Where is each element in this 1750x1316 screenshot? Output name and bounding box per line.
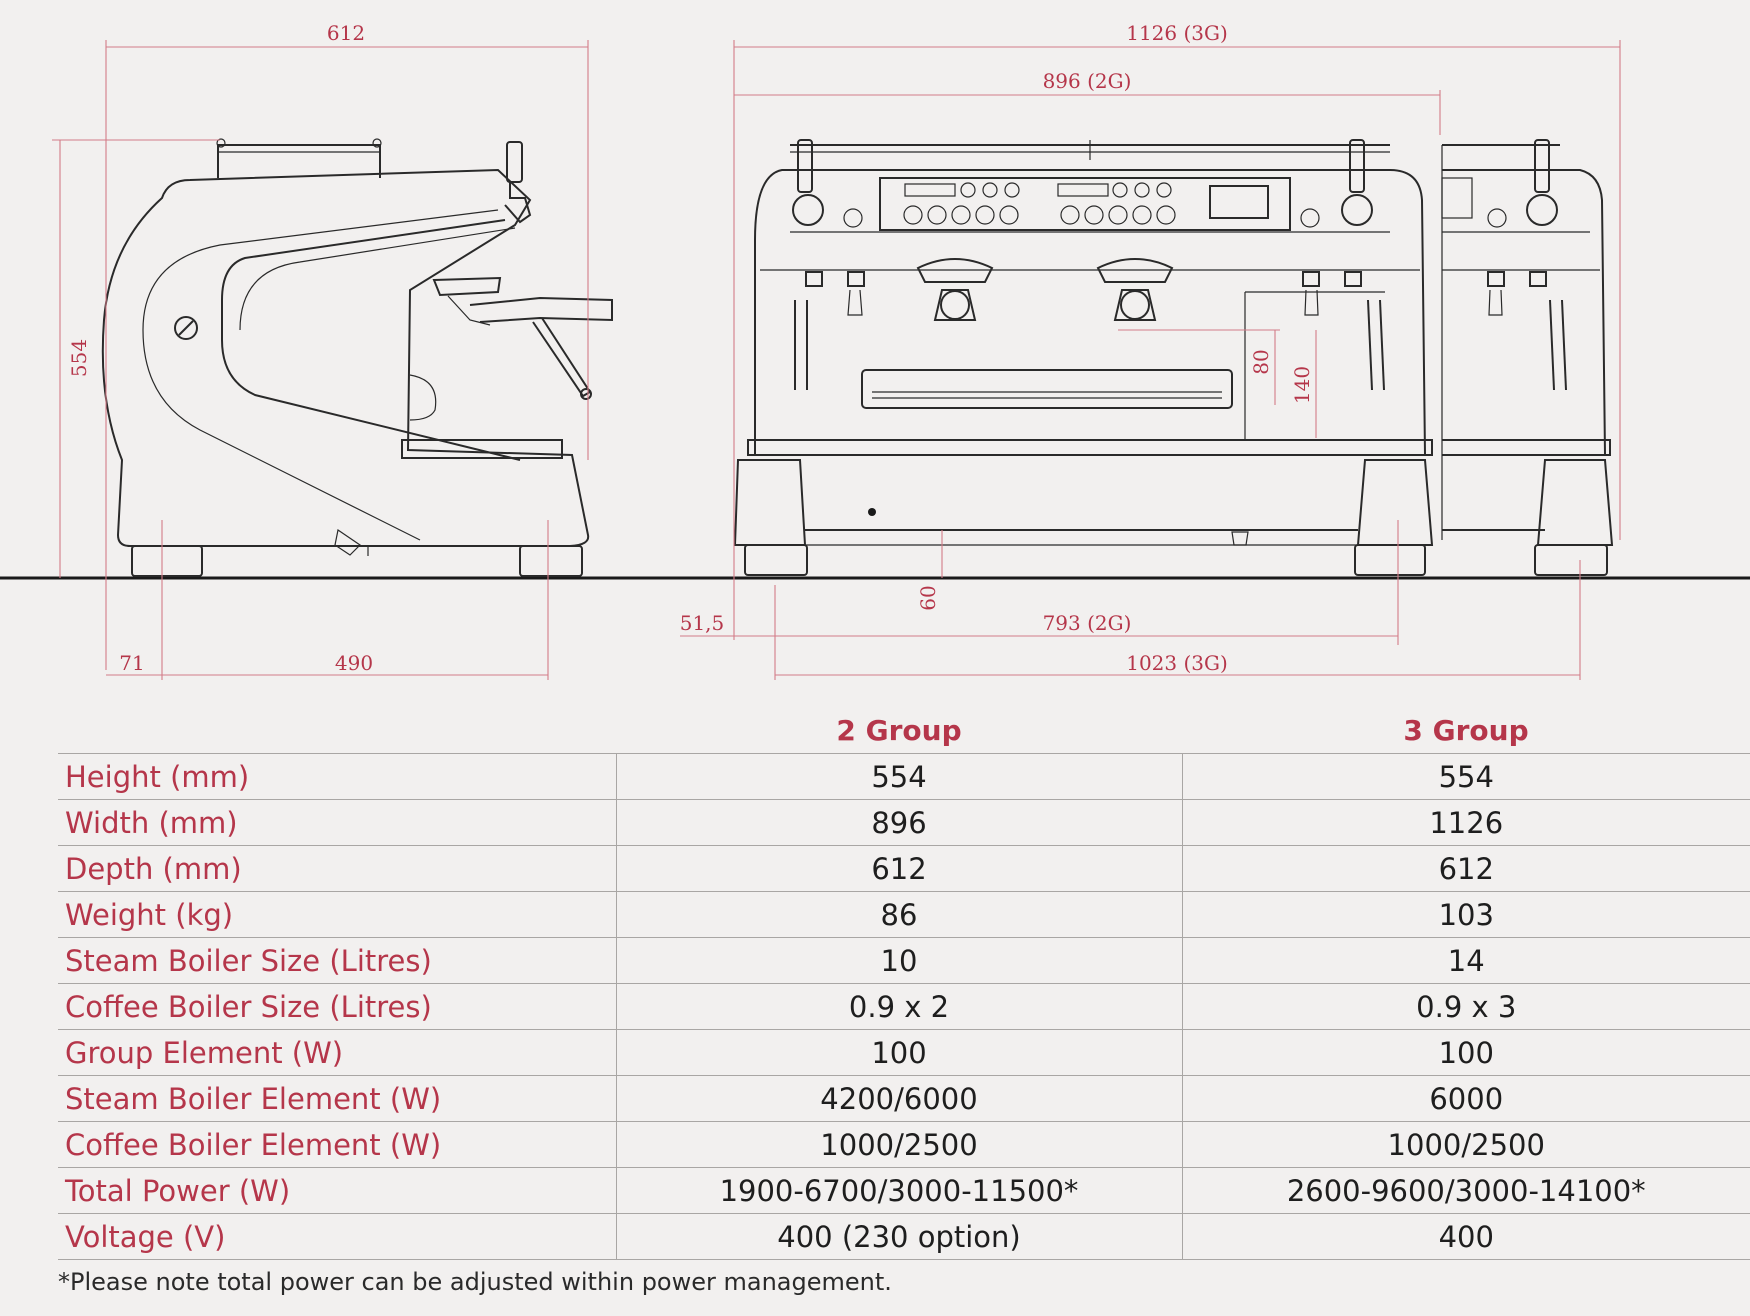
dimension-lines	[52, 40, 1621, 680]
technical-drawing: 612 554 71 490 1126 (3G) 896 (2G) 51,5 6…	[0, 21, 1750, 680]
value-3-group: 103	[1182, 891, 1750, 938]
table-header-row: 2 Group 3 Group	[58, 695, 1750, 754]
value-3-group: 400	[1182, 1213, 1750, 1260]
dim-foot-span-2g: 793 (2G)	[1043, 611, 1132, 635]
value-3-group: 0.9 x 3	[1182, 983, 1750, 1030]
row-label: Voltage (V)	[58, 1213, 616, 1260]
table-row: Total Power (W)1900-6700/3000-11500*2600…	[58, 1167, 1750, 1214]
row-label: Coffee Boiler Size (Litres)	[58, 983, 616, 1030]
column-header-empty	[58, 695, 616, 754]
value-3-group: 100	[1182, 1029, 1750, 1076]
column-header-2-group: 2 Group	[616, 695, 1182, 754]
table-row: Voltage (V)400 (230 option)400	[58, 1213, 1750, 1260]
dim-width-3g: 1126 (3G)	[1126, 21, 1228, 45]
front-view-machine	[733, 139, 1614, 576]
row-label: Depth (mm)	[58, 845, 616, 892]
value-2-group: 1900-6700/3000-11500*	[615, 1167, 1183, 1214]
footnote: *Please note total power can be adjusted…	[58, 1268, 892, 1296]
value-2-group: 400 (230 option)	[615, 1213, 1183, 1260]
dim-width-2g: 896 (2G)	[1043, 69, 1132, 93]
value-2-group: 100	[615, 1029, 1183, 1076]
row-label: Height (mm)	[58, 753, 616, 800]
row-label: Coffee Boiler Element (W)	[58, 1121, 616, 1168]
value-3-group: 1000/2500	[1182, 1121, 1750, 1168]
value-3-group: 14	[1182, 937, 1750, 984]
dim-side-height: 554	[67, 339, 91, 377]
value-3-group: 6000	[1182, 1075, 1750, 1122]
value-3-group: 2600-9600/3000-14100*	[1182, 1167, 1750, 1214]
value-2-group: 10	[615, 937, 1183, 984]
value-2-group: 896	[615, 799, 1183, 846]
column-header-3-group: 3 Group	[1182, 695, 1750, 754]
row-label: Steam Boiler Element (W)	[58, 1075, 616, 1122]
value-2-group: 0.9 x 2	[615, 983, 1183, 1030]
value-2-group: 4200/6000	[615, 1075, 1183, 1122]
dim-side-foot-span: 490	[335, 651, 373, 675]
side-view-machine	[101, 138, 613, 577]
dim-base-height: 60	[916, 585, 940, 610]
dim-foot-span-3g: 1023 (3G)	[1126, 651, 1228, 675]
row-label: Weight (kg)	[58, 891, 616, 938]
value-3-group: 1126	[1182, 799, 1750, 846]
value-2-group: 612	[615, 845, 1183, 892]
row-label: Group Element (W)	[58, 1029, 616, 1076]
row-label: Total Power (W)	[58, 1167, 616, 1214]
value-2-group: 86	[615, 891, 1183, 938]
dim-cup-height-high: 140	[1290, 366, 1314, 404]
dim-front-offset: 51,5	[680, 611, 725, 635]
dim-side-foot-offset: 71	[119, 651, 144, 675]
value-2-group: 1000/2500	[615, 1121, 1183, 1168]
row-label: Width (mm)	[58, 799, 616, 846]
row-label: Steam Boiler Size (Litres)	[58, 937, 616, 984]
dim-side-depth: 612	[327, 21, 365, 45]
value-3-group: 612	[1182, 845, 1750, 892]
dim-cup-height-low: 80	[1249, 349, 1273, 374]
value-3-group: 554	[1182, 753, 1750, 800]
value-2-group: 554	[615, 753, 1183, 800]
